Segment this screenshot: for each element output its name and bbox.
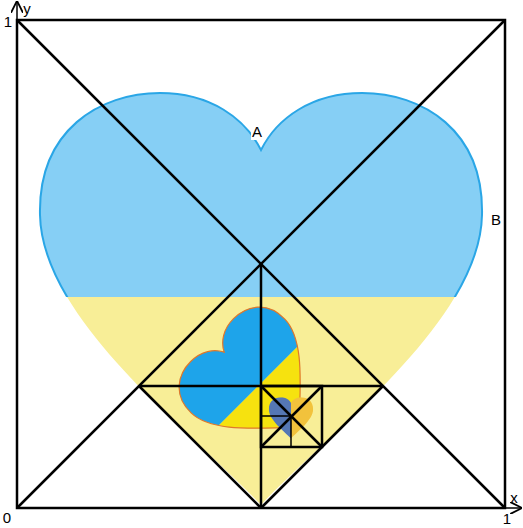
tick-label: 0 (2, 510, 12, 526)
tick-label: 1 (3, 14, 13, 30)
axes (17, 2, 521, 508)
point-label: B (490, 212, 502, 228)
big-heart (21, 70, 501, 527)
tick-label: 1 (502, 511, 512, 527)
point-label: A (251, 124, 263, 140)
construction-lines (17, 20, 505, 508)
axis-label: x (509, 490, 519, 506)
axis-label: y (22, 1, 32, 17)
